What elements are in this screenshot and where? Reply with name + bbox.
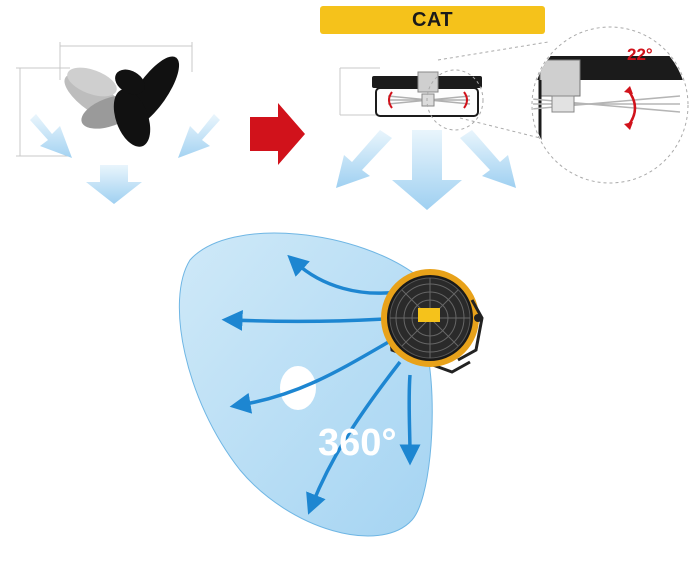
spread-arrows [30,114,220,204]
brand-badge: CAT [320,6,545,34]
airflow-arrows [221,254,421,515]
drum-fan-icon [381,269,484,374]
red-right-arrow-icon [250,103,305,165]
cat-fan-group: 22° [336,26,689,210]
cat-spread-arrows [336,130,516,210]
tilt-angle-label: 22° [627,45,653,64]
rotation-diagram: 360° [178,232,484,537]
arrow-down [86,165,142,204]
arrow-left-diagonal [30,114,72,158]
generic-propeller-group [16,42,220,204]
arrow-right-diagonal [178,114,220,158]
tilt-detail-zoom: 22° [531,26,689,184]
brand-label: CAT [411,8,454,31]
rotation-label: 360° [318,422,397,464]
propeller-icon [64,56,180,147]
